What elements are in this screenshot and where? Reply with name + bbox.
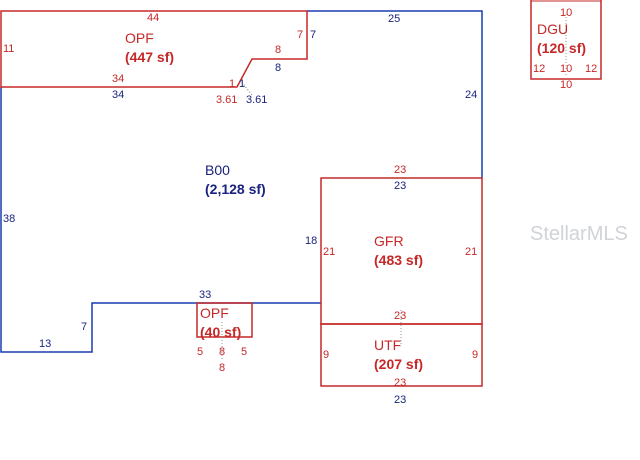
- b00-outline: [307, 10, 483, 178]
- dim-utf-bottom-outer: 23: [394, 394, 406, 406]
- dim-dgu-left: 12: [533, 63, 545, 75]
- dim-opf-small-left: 5: [197, 346, 203, 358]
- dim-b00-seg1: 1: [239, 78, 245, 90]
- opf-small-area: (40 sf): [200, 324, 241, 340]
- gfr-code: GFR: [374, 233, 404, 249]
- dim-b00-top: 25: [388, 13, 400, 25]
- dim-opf-top-right: 7: [297, 29, 303, 41]
- dim-gfr-left: 21: [323, 246, 335, 258]
- dim-b00-left: 38: [3, 213, 15, 225]
- dim-opf-top-left: 11: [3, 43, 14, 55]
- dim-utf-bottom: 23: [394, 377, 406, 389]
- b00-code: B00: [205, 162, 230, 178]
- utf-area: (207 sf): [374, 356, 423, 372]
- dim-dgu-right: 12: [585, 63, 597, 75]
- dim-opf-top-bottom: 34: [112, 73, 124, 85]
- dgu-code: DGU: [537, 21, 568, 37]
- dim-opf-top-seg1: 1: [229, 78, 235, 90]
- opf-small-code: OPF: [200, 305, 229, 321]
- dim-dgu-top: 10: [560, 7, 572, 19]
- gfr-area: (483 sf): [374, 252, 423, 268]
- dim-dgu-bottom: 10: [560, 79, 572, 91]
- b00-outline-left: [0, 87, 321, 353]
- gfr-outline: [320, 177, 483, 325]
- dgu-outline: [530, 0, 602, 80]
- dim-dgu-mid: 10: [560, 63, 572, 75]
- dim-gfr-top-outer: 23: [394, 180, 406, 192]
- dim-utf-right: 9: [472, 349, 478, 361]
- b00-area: (2,128 sf): [205, 181, 266, 197]
- utf-outline: [320, 323, 483, 387]
- opf-top-outline: [0, 10, 308, 88]
- opf-small-outline: [196, 302, 253, 338]
- dim-opf-small-mid: 8: [219, 346, 225, 358]
- dim-b00-gfr-side: 18: [305, 235, 317, 247]
- dim-opf-top-step: 8: [275, 44, 281, 56]
- dim-opf-top-diag: 3.61: [216, 94, 237, 106]
- dim-b00-bottom-left: 13: [39, 338, 51, 350]
- watermark: StellarMLS: [530, 223, 628, 245]
- opf-top-area: (447 sf): [125, 49, 174, 65]
- dim-opf-small-mid-low: 8: [219, 362, 225, 374]
- opf-top-code: OPF: [125, 30, 154, 46]
- dim-b00-step-v: 7: [310, 29, 316, 41]
- utf-code: UTF: [374, 337, 401, 353]
- dim-gfr-bottom: 23: [394, 310, 406, 322]
- dim-opf-top-top: 44: [147, 12, 159, 24]
- dim-b00-bottom-mid: 33: [199, 289, 211, 301]
- opf-top-diagonal-dots: [239, 79, 253, 96]
- dim-b00-diag: 3.61: [246, 94, 267, 106]
- dim-gfr-right: 21: [465, 246, 477, 258]
- dim-b00-top-left: 34: [112, 89, 124, 101]
- dim-b00-right: 24: [465, 89, 477, 101]
- dim-b00-inner-v: 7: [81, 321, 87, 333]
- dim-opf-small-right: 5: [241, 346, 247, 358]
- dim-gfr-top: 23: [394, 164, 406, 176]
- dim-b00-step: 8: [275, 62, 281, 74]
- dgu-area: (120 sf): [537, 40, 586, 56]
- dim-utf-left: 9: [323, 349, 329, 361]
